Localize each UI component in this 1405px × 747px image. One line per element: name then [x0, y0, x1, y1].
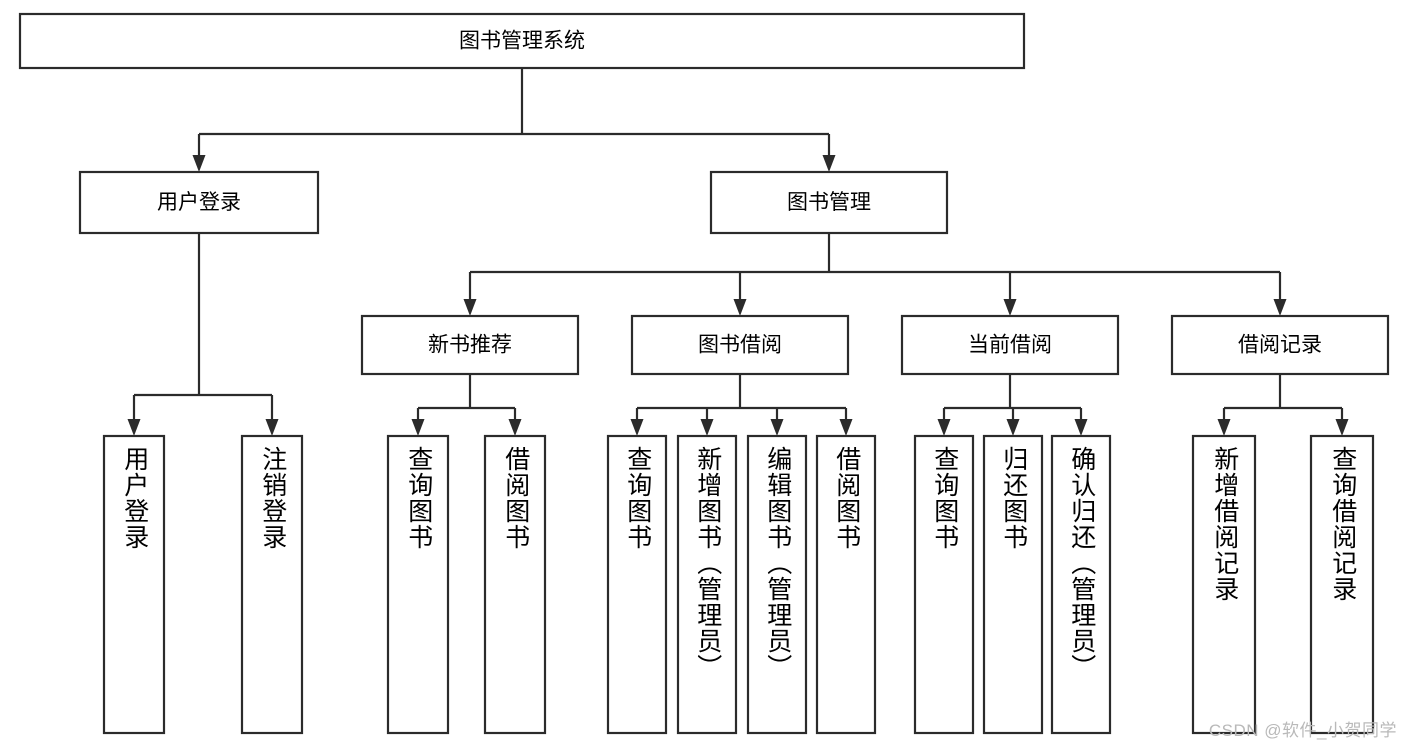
node-leaf-return-book[interactable]: [982, 434, 1044, 735]
book-borrow-to-leaves-arrow-2: [770, 419, 784, 436]
node-leaf-logout[interactable]: [240, 434, 304, 735]
borrow-record-to-leaves-arrow-1: [1335, 419, 1349, 436]
node-current-borrow[interactable]: [900, 314, 1120, 376]
node-root-label: 图书管理系统: [459, 30, 585, 53]
current-borrow-to-leaves-arrow-2: [1074, 419, 1088, 436]
book-borrow-to-leaves-arrow-1: [700, 419, 714, 436]
book-borrow-to-leaves-arrow-0: [630, 419, 644, 436]
new-book-rec-to-leaves-arrow-1: [508, 419, 522, 436]
node-leaf-query-book-1[interactable]: [386, 434, 450, 735]
book-manage-to-level3-arrow-2: [1003, 299, 1017, 316]
node-leaf-query-book-3[interactable]: [913, 434, 975, 735]
node-leaf-query-book-2[interactable]: [606, 434, 668, 735]
node-leaf-add-book[interactable]: [676, 434, 738, 735]
connectors-group: [127, 68, 1349, 436]
node-leaf-user-login[interactable]: [102, 434, 166, 735]
root-to-level2-arrow-1: [822, 155, 836, 172]
node-current-borrow-label: 当前借阅: [968, 334, 1052, 357]
node-new-book-rec[interactable]: [360, 314, 580, 376]
node-leaf-add-record[interactable]: [1191, 434, 1257, 735]
node-book-borrow-label: 图书借阅: [698, 334, 782, 357]
node-leaf-confirm-return[interactable]: [1050, 434, 1112, 735]
node-new-book-rec-label: 新书推荐: [428, 334, 512, 357]
node-leaf-borrow-book-2[interactable]: [815, 434, 877, 735]
node-user-login[interactable]: [78, 170, 320, 235]
node-leaf-edit-book[interactable]: [746, 434, 808, 735]
watermark-text: CSDN @软件_小贺同学: [1208, 721, 1397, 740]
root-to-level2-arrow-0: [192, 155, 206, 172]
node-user-login-label: 用户登录: [157, 191, 241, 214]
node-book-manage-label: 图书管理: [787, 191, 871, 214]
node-leaf-borrow-book-1[interactable]: [483, 434, 547, 735]
node-book-borrow[interactable]: [630, 314, 850, 376]
book-manage-to-level3-arrow-3: [1273, 299, 1287, 316]
current-borrow-to-leaves-arrow-0: [937, 419, 951, 436]
boxes-group: [18, 12, 1390, 735]
node-borrow-record-label: 借阅记录: [1238, 334, 1322, 357]
current-borrow-to-leaves-arrow-1: [1006, 419, 1020, 436]
node-book-manage[interactable]: [709, 170, 949, 235]
user-login-to-leaves-arrow-1: [265, 419, 279, 436]
node-borrow-record[interactable]: [1170, 314, 1390, 376]
new-book-rec-to-leaves-arrow-0: [411, 419, 425, 436]
book-borrow-to-leaves-arrow-3: [839, 419, 853, 436]
node-root[interactable]: [18, 12, 1026, 70]
borrow-record-to-leaves-arrow-0: [1217, 419, 1231, 436]
book-manage-to-level3-arrow-1: [733, 299, 747, 316]
book-manage-to-level3-arrow-0: [463, 299, 477, 316]
user-login-to-leaves-arrow-0: [127, 419, 141, 436]
node-leaf-query-record[interactable]: [1309, 434, 1375, 735]
